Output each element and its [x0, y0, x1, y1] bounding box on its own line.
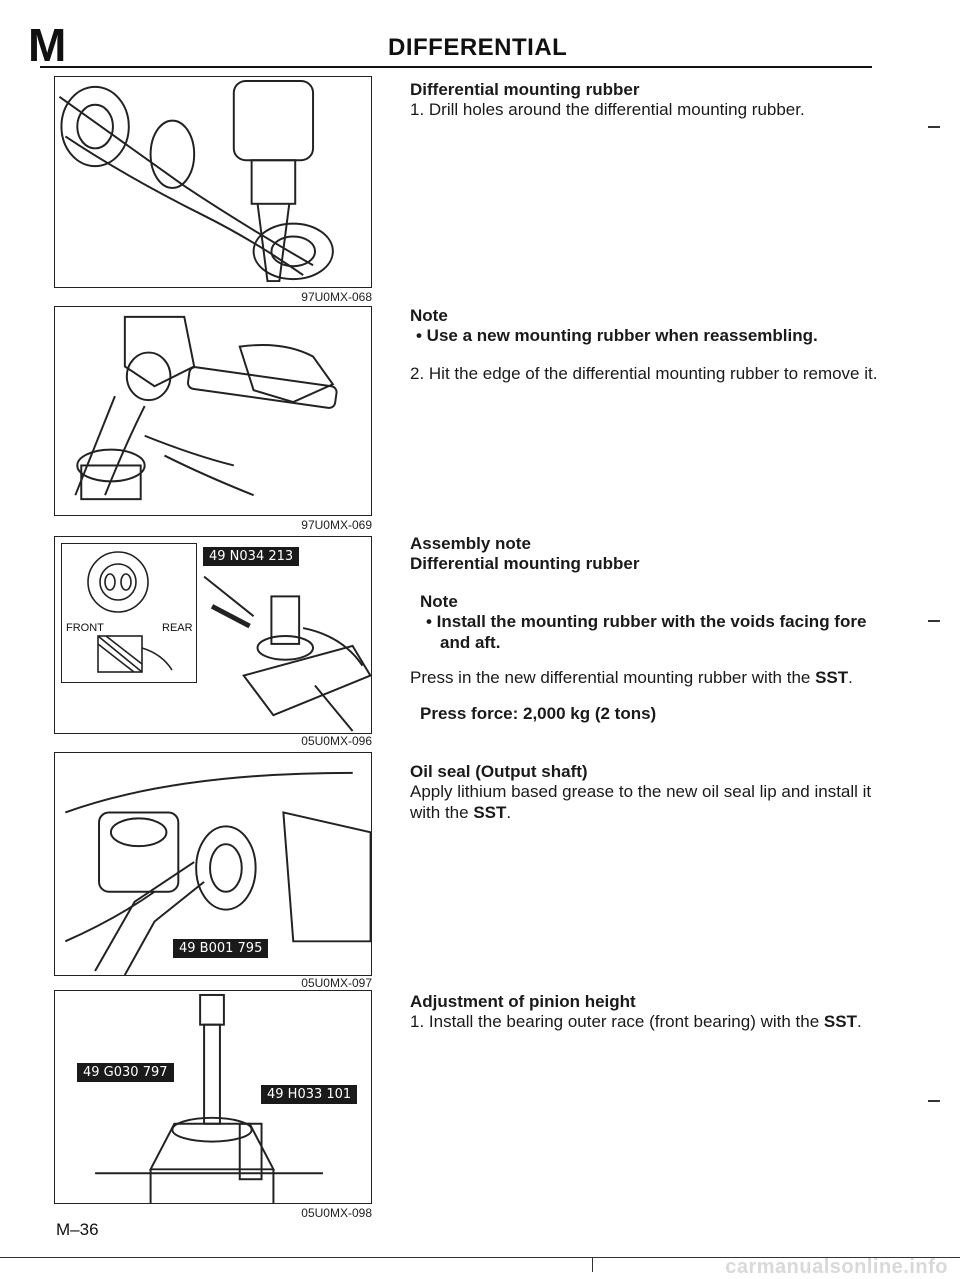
- press-illustration: [203, 575, 371, 732]
- rubber-orientation-inset: FRONT REAR: [61, 543, 197, 683]
- rear-label: REAR: [162, 622, 193, 634]
- section-heading: Differential mounting rubber: [410, 80, 640, 99]
- sst-emphasis: SST: [473, 802, 507, 822]
- note-bullet: • Use a new mounting rubber when reassem…: [416, 326, 818, 346]
- page-number: M–36: [56, 1220, 99, 1239]
- body-text-span: Apply lithium based grease to the new oi…: [410, 782, 872, 822]
- sst-tag: 49 H033 101: [261, 1085, 358, 1104]
- figure-hammer: [54, 306, 372, 516]
- margin-dash: [928, 1100, 940, 1102]
- section-subheading: Differential mounting rubber: [410, 554, 640, 574]
- figure-press-rubber: FRONT REAR 49 N034 213: [54, 536, 372, 734]
- figure-code: 97U0MX-069: [301, 518, 372, 532]
- body-text-span: .: [506, 802, 512, 822]
- body-text: Press in the new differential mounting r…: [410, 668, 880, 688]
- sst-emphasis: SST: [815, 668, 849, 687]
- front-label: FRONT: [66, 622, 104, 634]
- figure-code: 05U0MX-098: [301, 1206, 372, 1220]
- body-text-span: .: [848, 668, 853, 687]
- note-label: Note: [420, 592, 458, 611]
- footer-rule: [0, 1257, 960, 1258]
- footer-tick: [592, 1258, 593, 1272]
- margin-dash: [928, 126, 940, 128]
- oil-seal-illustration: [64, 771, 371, 975]
- sst-tag: 49 B001 795: [173, 939, 269, 958]
- step-text: 2. Hit the edge of the differential moun…: [410, 364, 878, 383]
- note-block: Note • Use a new mounting rubber when re…: [410, 306, 880, 347]
- section-heading: Assembly note: [410, 534, 531, 553]
- note-block: Note • Install the mounting rubber with …: [410, 592, 880, 653]
- sst-emphasis: SST: [823, 1012, 857, 1032]
- figure-drilling: [54, 76, 372, 288]
- press-force: Press force: 2,000 kg (2 tons): [420, 704, 657, 723]
- note-bullet: • Install the mounting rubber with the v…: [426, 612, 867, 652]
- sst-tag: 49 N034 213: [203, 547, 300, 566]
- figure-code: 05U0MX-096: [301, 734, 372, 748]
- hammer-illustration: [74, 315, 338, 501]
- figure-code: 05U0MX-097: [301, 976, 372, 990]
- section-oil-seal: Oil seal (Output shaft) Apply lithium ba…: [410, 762, 880, 823]
- pinion-illustration: [95, 993, 323, 1203]
- figure-oil-seal: 49 B001 795: [54, 752, 372, 976]
- rubber-voids-diagram: [87, 551, 173, 673]
- margin-dash: [928, 620, 940, 622]
- figure-code: 97U0MX-068: [301, 290, 372, 304]
- section-assembly: Assembly note Differential mounting rubb…: [410, 534, 880, 575]
- note-label: Note: [410, 306, 448, 325]
- drill-illustration: [58, 79, 334, 283]
- header-rule: [40, 66, 872, 68]
- body-text-span: Press in the new differential mounting r…: [410, 668, 816, 687]
- body-text: 1. Install the bearing outer race (front…: [410, 1012, 880, 1032]
- section-mounting-rubber: Differential mounting rubber 1. Drill ho…: [410, 80, 880, 121]
- section-pinion: Adjustment of pinion height 1. Install t…: [410, 992, 880, 1033]
- body-text: Apply lithium based grease to the new oi…: [410, 782, 880, 823]
- body-text-span: 1. Install the bearing outer race (front…: [410, 1012, 824, 1032]
- figure-pinion-bearing: 49 G030 797 49 H033 101: [54, 990, 372, 1204]
- sst-tag: 49 G030 797: [77, 1063, 174, 1082]
- body-text-span: .: [856, 1012, 862, 1032]
- section-heading: Oil seal (Output shaft): [410, 762, 588, 781]
- section-heading: Adjustment of pinion height: [410, 992, 636, 1011]
- section-letter: M: [28, 19, 67, 71]
- watermark: carmanualsonline.info: [725, 1256, 948, 1278]
- step-text: 1. Drill holes around the differential m…: [410, 100, 805, 120]
- page-title: DIFFERENTIAL: [388, 34, 568, 61]
